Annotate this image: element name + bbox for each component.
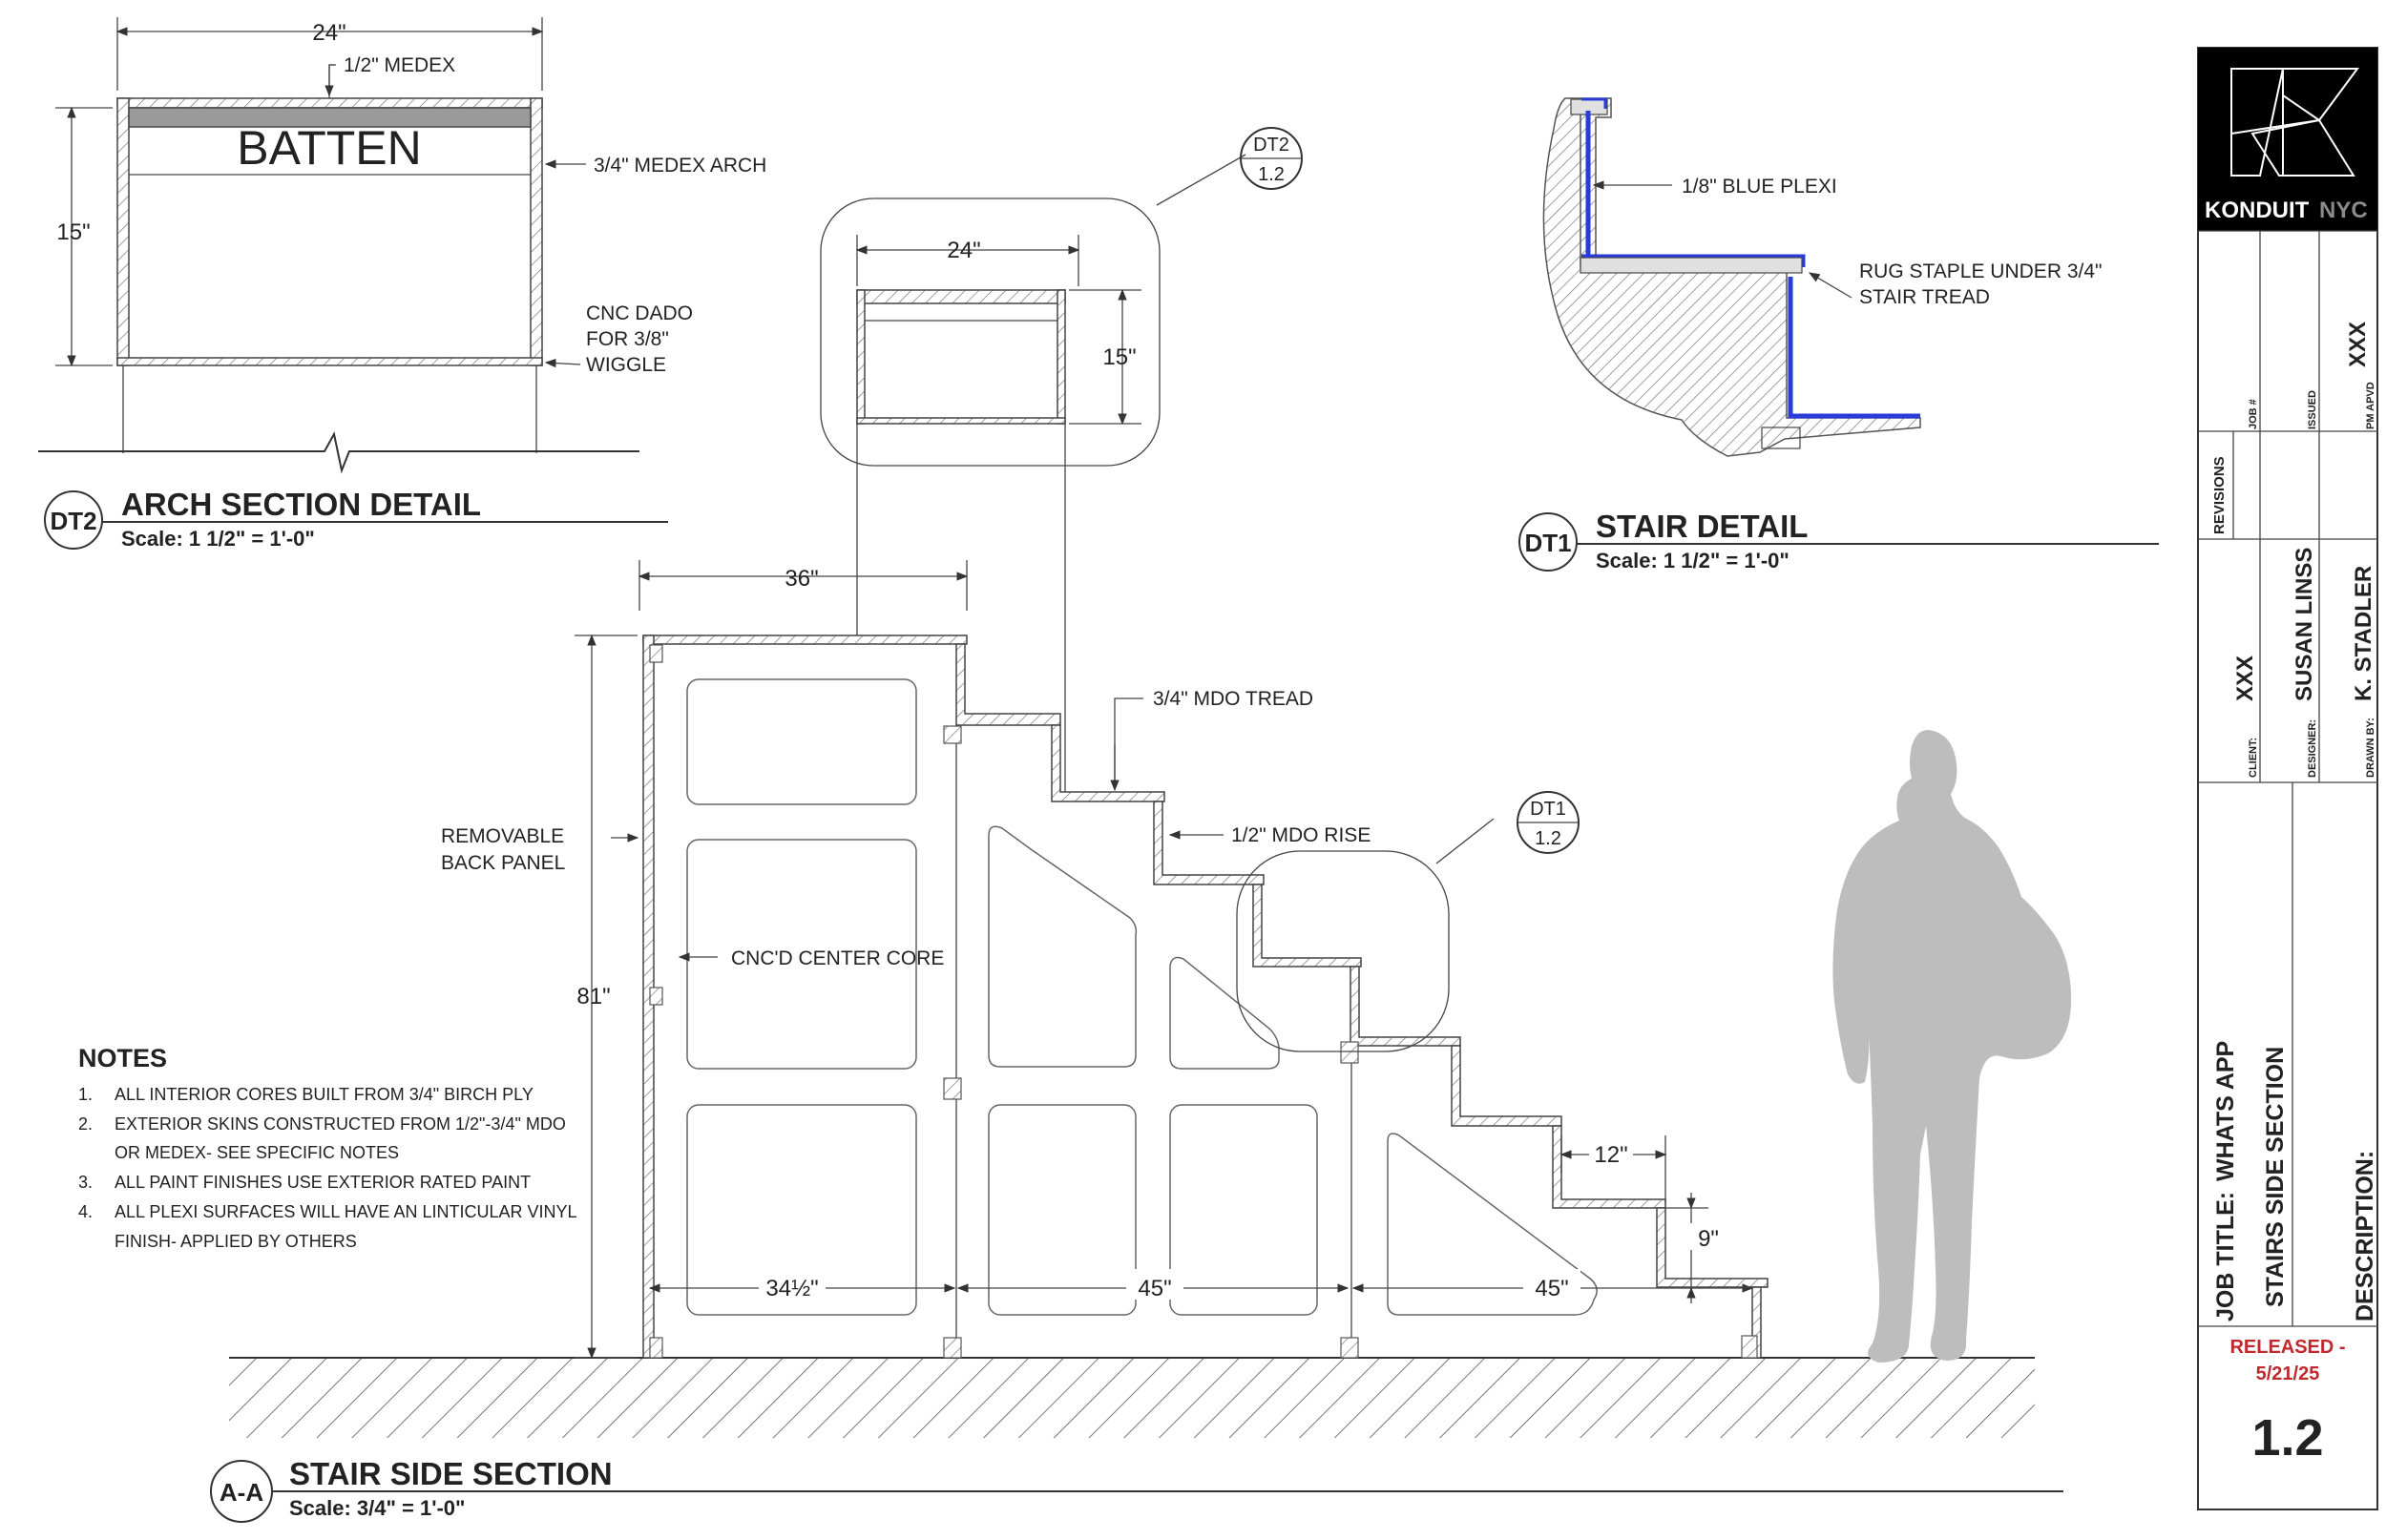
konduit-logo — [2198, 48, 2377, 231]
dim-34-half: 34½" — [765, 1276, 818, 1301]
ground-hatch — [229, 1358, 2035, 1438]
callout-medex-arch: 3/4" MEDEX ARCH — [594, 155, 766, 177]
logo-name: KONDUIT — [2205, 198, 2310, 223]
callout-rug-staple-2: STAIR TREAD — [1859, 286, 1990, 308]
job-no-label: JOB # — [2248, 399, 2259, 429]
arch-section-detail: 24" 15" BATTEN 1/2" MEDEX 3/4" MEDEX ARC… — [38, 17, 766, 551]
note-1-line-1: ALL INTERIOR CORES BUILT FROM 3/4" BIRCH… — [115, 1085, 534, 1104]
job-title-label: JOB TITLE: — [2212, 1192, 2239, 1321]
dt1-bubble — [1518, 512, 1578, 572]
callout-back-panel-1: REMOVABLE — [441, 825, 564, 847]
callout-rug-staple-1: RUG STAPLE UNDER 3/4" — [1859, 260, 2102, 282]
arch-height-dim: 15" — [56, 219, 90, 245]
dt1-bubble-label: DT1 — [1524, 529, 1571, 557]
stair-detail-scale: Scale: 1 1/2" = 1'-0" — [1596, 549, 1790, 572]
dim-9: 9" — [1698, 1226, 1719, 1252]
note-3-line-1: ALL PAINT FINISHES USE EXTERIOR RATED PA… — [115, 1173, 531, 1192]
note-2-line-2: OR MEDEX- SEE SPECIFIC NOTES — [115, 1143, 399, 1162]
batten-label: BATTEN — [237, 121, 422, 175]
callout-dado-2: FOR 3/8" — [586, 328, 669, 350]
blue-plexi-line-4 — [1788, 277, 1920, 419]
dim-36: 36" — [785, 566, 818, 592]
dt1-ref-top: DT1 — [1530, 799, 1566, 820]
arch-detail-title: ARCH SECTION DETAIL — [121, 487, 481, 522]
enlarged-height-dim: 15" — [1102, 344, 1136, 370]
dim-81: 81" — [576, 984, 610, 1009]
note-3-num: 3. — [78, 1173, 93, 1192]
blue-plexi-line-3 — [1581, 254, 1806, 267]
note-2-num: 2. — [78, 1114, 93, 1134]
issued-label: ISSUED — [2307, 390, 2318, 429]
revisions-label: REVISIONS — [2211, 456, 2228, 534]
notes-title: NOTES — [78, 1044, 167, 1072]
client-label: CLIENT: — [2248, 738, 2259, 778]
stair-detail: 1/8" BLUE PLEXI RUG STAPLE UNDER 3/4" ST… — [1518, 97, 2159, 572]
dt2-bubble — [44, 490, 103, 550]
section-scale: Scale: 3/4" = 1'-0" — [289, 1496, 465, 1520]
title-block: KONDUIT NYC REVISIONS JOB # ISSUED PM AP… — [2197, 47, 2378, 1510]
note-4-line-2: FINISH- APPLIED BY OTHERS — [115, 1232, 357, 1251]
dim-45-b: 45" — [1535, 1276, 1568, 1301]
human-scale-figure — [1832, 730, 2072, 1363]
description-label: DESCRIPTION: — [2352, 1151, 2378, 1321]
callout-back-panel-2: BACK PANEL — [441, 852, 565, 874]
dim-12: 12" — [1594, 1142, 1627, 1168]
callout-mdo-tread: 3/4" MDO TREAD — [1153, 688, 1313, 710]
dim-45-a: 45" — [1138, 1276, 1171, 1301]
dt2-bubble-label: DT2 — [50, 507, 96, 535]
callout-center-core: CNC'D CENTER CORE — [731, 947, 944, 969]
aa-bubble-label: A-A — [220, 1478, 263, 1507]
callout-medex: 1/2" MEDEX — [344, 54, 455, 76]
sheet-number: 1.2 — [2251, 1409, 2323, 1467]
blue-plexi-line-2 — [1581, 97, 1607, 109]
designer-value: SUSAN LINSS — [2292, 548, 2317, 701]
arch-width-dim: 24" — [312, 20, 345, 46]
released-line-1: RELEASED - — [2229, 1337, 2345, 1358]
drawn-by-label: DRAWN BY: — [2365, 718, 2376, 778]
dt2-ref-top: DT2 — [1253, 135, 1289, 156]
drawn-by-value: K. STADLER — [2351, 566, 2376, 701]
note-4-line-1: ALL PLEXI SURFACES WILL HAVE AN LINTICUL… — [115, 1202, 577, 1221]
stair-side-section: DT2 1.2 24" 15" 36" 81" — [210, 127, 2072, 1523]
notes-block: NOTES 1. ALL INTERIOR CORES BUILT FROM 3… — [78, 1044, 577, 1251]
callout-dado-3: WIGGLE — [586, 354, 666, 376]
note-2-line-1: EXTERIOR SKINS CONSTRUCTED FROM 1/2"-3/4… — [115, 1114, 566, 1134]
dt2-ref-bottom: 1.2 — [1258, 164, 1285, 185]
dt1-ref-bottom: 1.2 — [1535, 828, 1561, 849]
enlarged-width-dim: 24" — [947, 238, 980, 263]
arch-detail-scale: Scale: 1 1/2" = 1'-0" — [121, 527, 315, 551]
client-value: XXX — [2232, 656, 2258, 701]
callout-mdo-rise: 1/2" MDO RISE — [1231, 824, 1371, 846]
sheet-description: STAIRS SIDE SECTION — [2262, 1047, 2289, 1307]
section-title: STAIR SIDE SECTION — [289, 1456, 613, 1491]
pm-apvd-label: PM APVD — [2365, 382, 2376, 429]
logo-city: NYC — [2319, 198, 2368, 223]
job-title-value: WHATS APP — [2212, 1041, 2239, 1181]
callout-dado-1: CNC DADO — [586, 302, 693, 324]
designer-label: DESIGNER: — [2307, 719, 2318, 778]
note-1-num: 1. — [78, 1085, 93, 1104]
callout-blue-plexi: 1/8" BLUE PLEXI — [1682, 176, 1837, 198]
stair-detail-title: STAIR DETAIL — [1596, 509, 1808, 544]
pm-apvd-value: XXX — [2345, 322, 2371, 367]
note-4-num: 4. — [78, 1202, 93, 1221]
released-line-2: 5/21/25 — [2256, 1363, 2320, 1384]
